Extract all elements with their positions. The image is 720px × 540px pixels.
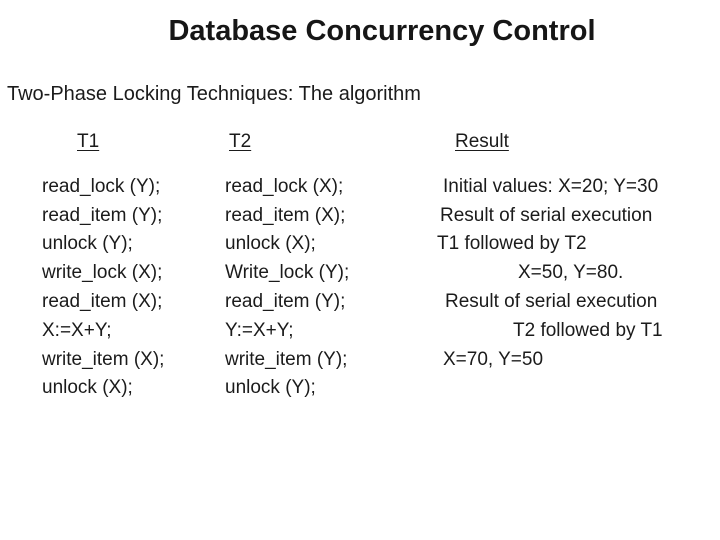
result-line: X=70, Y=50 — [443, 348, 544, 370]
t1-code-line: X:=X+Y; — [42, 319, 112, 341]
t1-column-header: T1 — [77, 131, 100, 152]
t1-code-line: write_lock (X); — [42, 262, 163, 284]
t2-code-line: unlock (X); — [225, 233, 316, 255]
t2-code-line: read_item (X); — [225, 204, 346, 226]
t1-code-line: unlock (Y); — [42, 233, 133, 255]
t2-code-line: Write_lock (Y); — [225, 262, 350, 284]
page-title: Database Concurrency Control — [168, 15, 596, 47]
t2-code-line: unlock (Y); — [225, 377, 316, 399]
result-line: Result of serial execution — [440, 204, 653, 226]
t2-code-line: Y:=X+Y; — [225, 319, 294, 341]
result-line: T1 followed by T2 — [437, 233, 587, 255]
result-line: Initial values: X=20; Y=30 — [443, 175, 659, 197]
t1-code-line: unlock (X); — [42, 377, 133, 399]
transaction-t2-column: T2 read_lock (X); read_item (X); unlock … — [225, 128, 349, 403]
result-column: Result Initial values: X=20; Y=30 Result… — [437, 128, 663, 374]
t2-code-line: write_item (Y); — [225, 348, 348, 370]
t2-code-line: read_item (Y); — [225, 290, 346, 312]
t1-code-line: read_item (X); — [42, 290, 163, 312]
transaction-t1-column: T1 read_lock (Y); read_item (Y); unlock … — [42, 128, 164, 403]
t1-code-line: read_lock (Y); — [42, 175, 161, 197]
result-line: X=50, Y=80. — [518, 262, 624, 284]
result-column-header: Result — [455, 131, 509, 152]
t1-code-line: read_item (Y); — [42, 204, 163, 226]
t2-code-line: read_lock (X); — [225, 175, 344, 197]
result-line: T2 followed by T1 — [513, 319, 663, 341]
t2-column-header: T2 — [229, 131, 252, 152]
slide-subtitle: Two-Phase Locking Techniques: The algori… — [7, 83, 421, 105]
result-line: Result of serial execution — [445, 290, 658, 312]
t1-code-line: write_item (X); — [42, 348, 165, 370]
